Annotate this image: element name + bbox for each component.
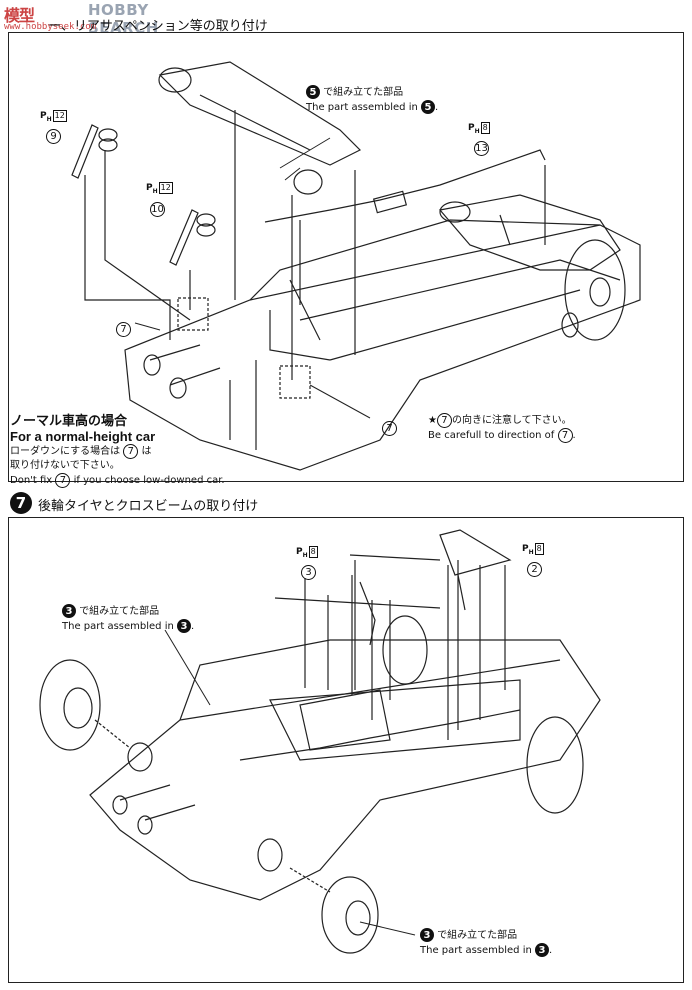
- assembled3b-label: 3 で組み立てた部品 The part assembled in 3.: [420, 928, 553, 957]
- normal-part7: 7: [123, 444, 139, 459]
- part7-callout-a: 7: [116, 317, 131, 337]
- caution-star: ★: [428, 415, 437, 426]
- step6-panel: [8, 32, 684, 482]
- normal-title-en: For a normal-height car: [10, 429, 156, 444]
- part7-number-b: 7: [382, 421, 397, 436]
- caution-part7: 7: [436, 413, 452, 428]
- part9-number: 9: [46, 129, 61, 144]
- step-ref-5b-icon: 5: [421, 100, 436, 114]
- assembled3-label: 3 で組み立てた部品 The part assembled in 3.: [62, 604, 195, 633]
- normal-title-jp: ノーマル車高の場合: [10, 414, 128, 429]
- part13-number: 13: [474, 141, 489, 156]
- step-ref-3d-icon: 3: [535, 943, 550, 957]
- part10-number: 10: [150, 202, 165, 217]
- step7-title: 後輪タイヤとクロスビームの取り付け: [38, 499, 259, 514]
- rear-wheel-left: [40, 660, 100, 750]
- ph8-value: 8: [480, 122, 490, 134]
- part13-callout: 13: [474, 136, 489, 156]
- assembled3b-en: The part assembled in: [420, 945, 532, 956]
- assembled5-jp: で組み立てた部品: [323, 87, 404, 98]
- caution-jp: の向きに注意して下さい。: [451, 415, 572, 426]
- normal-height-note: ノーマル車高の場合 For a normal-height car ローダウンに…: [10, 410, 225, 488]
- ph8-value-b7: 8: [534, 543, 544, 555]
- normal-note-jp2: 取り付けないで下さい。: [10, 460, 120, 471]
- step7-panel: [8, 517, 684, 983]
- step7-chassis-drawing: [40, 530, 600, 953]
- normal-note-en-prefix: Don't fix: [10, 475, 53, 486]
- step6-chassis-drawing: [72, 62, 640, 470]
- part3-number: 3: [301, 565, 316, 580]
- step7-number: 7: [10, 492, 32, 514]
- logo-main-text: 模型: [4, 6, 35, 25]
- logo-url-text: www.hobbyseek.com: [4, 22, 97, 32]
- part7-number-a: 7: [116, 322, 131, 337]
- part3-callout: 3: [301, 560, 316, 580]
- part9-callout: 9: [46, 124, 61, 144]
- part2-callout: 2: [527, 557, 542, 577]
- part7-callout-b: 7: [382, 416, 397, 436]
- step-ref-5-icon: 5: [306, 85, 320, 99]
- assembled3-en: The part assembled in: [62, 621, 174, 632]
- ph12-value-a: 12: [52, 110, 67, 122]
- normal-note-jp1: ローダウンにする場合は: [10, 446, 121, 457]
- assembled3-jp: で組み立てた部品: [79, 606, 160, 617]
- assembled5-label: 5 で組み立てた部品 The part assembled in 5.: [306, 85, 439, 114]
- normal-note-en: if you choose low-downed car.: [73, 475, 225, 486]
- assembled5-en: The part assembled in: [306, 102, 418, 113]
- normal-part7-en: 7: [55, 473, 71, 488]
- step-ref-3b-icon: 3: [177, 619, 192, 633]
- ph12-value-b: 12: [158, 182, 173, 194]
- part2-number: 2: [527, 562, 542, 577]
- ph8-value-a7: 8: [308, 546, 318, 558]
- assembled3b-jp: で組み立てた部品: [437, 930, 518, 941]
- step6-title: ー、リアサスペンション等の取り付け: [48, 19, 268, 34]
- caution-part7-en: 7: [557, 428, 573, 443]
- step-ref-3-icon: 3: [62, 604, 76, 618]
- caution-en: Be carefull to direction of: [428, 430, 555, 441]
- part10-callout: 10: [150, 197, 165, 217]
- step-ref-3c-icon: 3: [420, 928, 434, 942]
